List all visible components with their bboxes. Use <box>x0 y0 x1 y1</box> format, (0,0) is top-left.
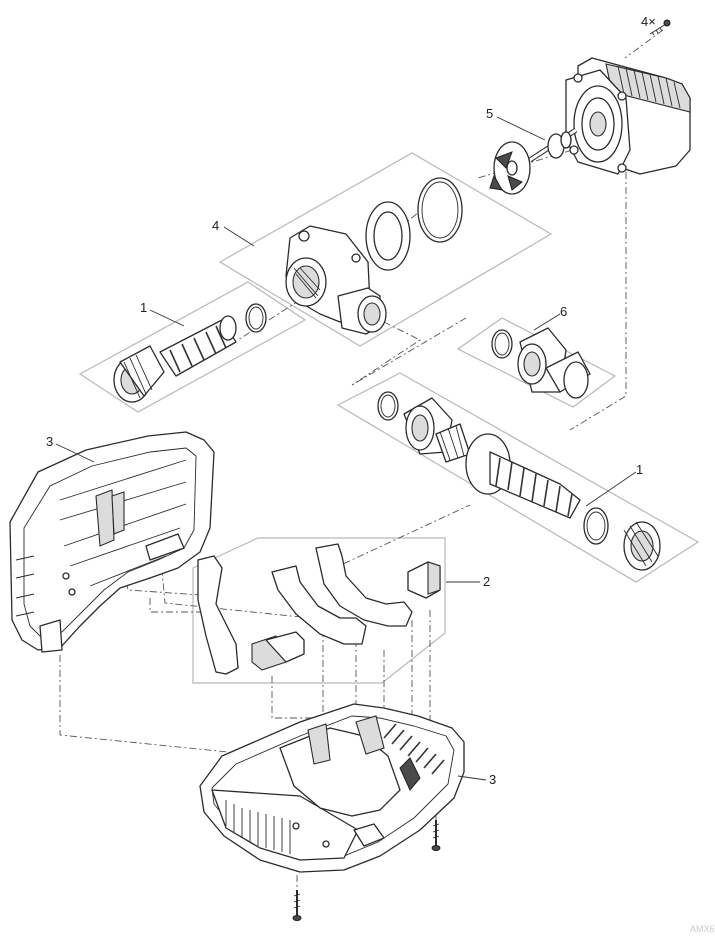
impeller-shaft <box>489 127 578 195</box>
label-screw-quantity: 4× <box>641 14 656 29</box>
connector-kit <box>491 327 591 399</box>
label-housing-top: 3 <box>46 434 53 449</box>
hose-adapter-right <box>377 391 661 571</box>
housing-bottom <box>199 703 465 873</box>
inserts <box>197 543 441 675</box>
group-outline-hose-left <box>78 281 307 413</box>
label-impeller: 5 <box>486 106 493 121</box>
screw-base-right <box>431 820 441 851</box>
label-pump-housing: 4 <box>212 218 219 233</box>
pump-housing <box>285 177 463 335</box>
group-outline-inserts <box>192 537 446 684</box>
label-inserts: 2 <box>483 574 490 589</box>
label-housing-bottom: 3 <box>489 772 496 787</box>
label-hose-adapter-right: 1 <box>636 462 643 477</box>
label-connector-kit: 6 <box>560 304 567 319</box>
hose-adapter-left <box>113 303 267 403</box>
group-outline-pump-housing <box>218 152 553 347</box>
screw-motor <box>649 19 671 36</box>
screw-base-left <box>292 890 302 921</box>
drawing-code: AMX6 <box>690 924 715 934</box>
group-outline-hose-right <box>336 372 700 583</box>
housing-top <box>9 431 215 653</box>
label-hose-adapter-left: 1 <box>140 300 147 315</box>
motor-unit <box>565 57 691 175</box>
